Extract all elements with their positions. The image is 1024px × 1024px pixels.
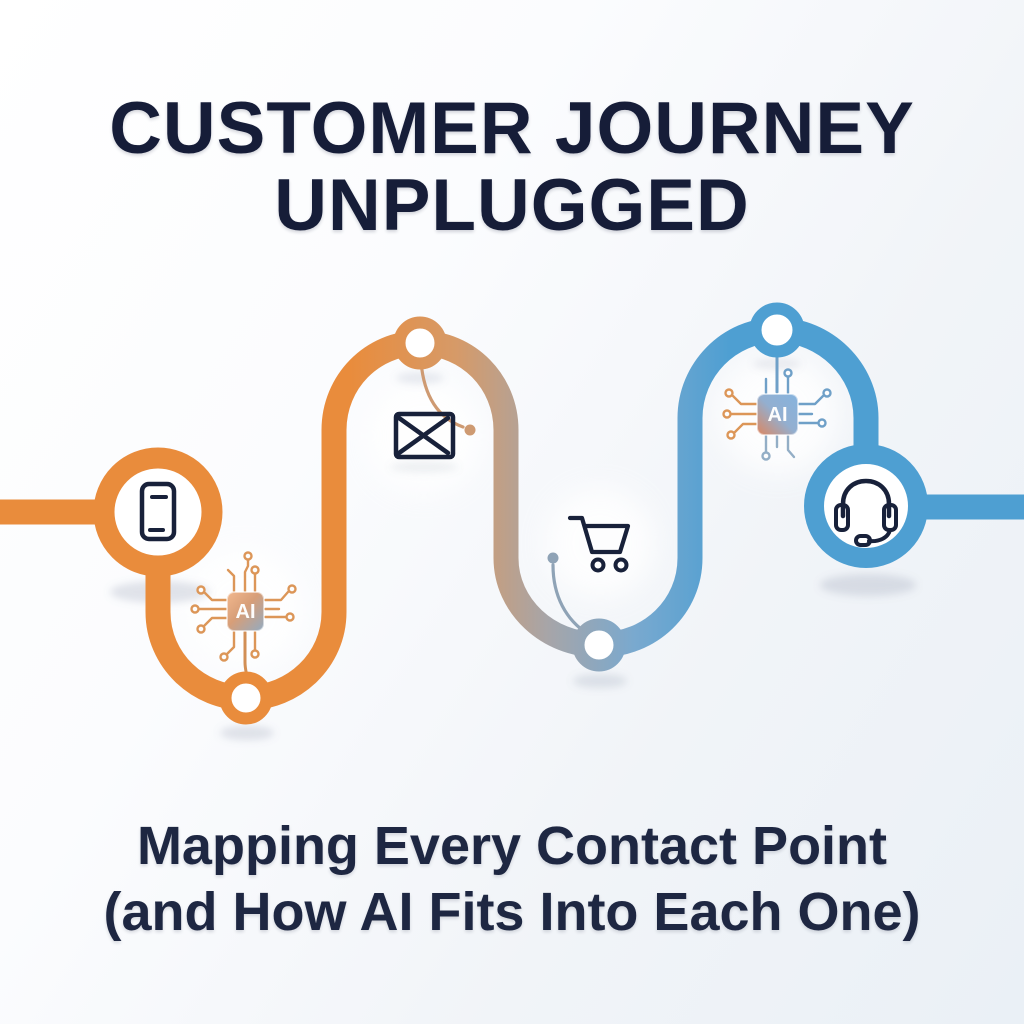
journey-node-2	[393, 316, 447, 370]
email-node-connector	[419, 360, 465, 429]
page-subtitle-line-2: (and How AI Fits Into Each One)	[103, 881, 921, 942]
cart-connector-dot	[547, 552, 559, 564]
ai-chip-1: AI	[190, 551, 297, 662]
shadow	[390, 461, 458, 473]
page-subtitle: Mapping Every Contact Point (and How AI …	[0, 814, 1024, 946]
shopping-cart-icon	[567, 515, 631, 573]
page-title: CUSTOMER JOURNEY UNPLUGGED	[0, 90, 1024, 245]
journey-node-4	[749, 302, 805, 358]
page-subtitle-line-1: Mapping Every Contact Point	[136, 816, 888, 876]
shadow	[573, 674, 627, 688]
ai-chip-1-traces	[190, 551, 297, 662]
page-title-line-1: CUSTOMER JOURNEY	[109, 88, 915, 169]
journey-nodes	[219, 302, 805, 725]
shadow	[220, 726, 274, 740]
journey-node-3	[572, 618, 626, 672]
shadow	[820, 574, 916, 596]
shadow	[396, 372, 444, 384]
ai-chip-2-traces-left	[722, 388, 759, 440]
glow	[545, 488, 655, 598]
ai-chip-label: AI	[768, 404, 788, 426]
journey-node-1	[219, 671, 273, 725]
mobile-stage-circle	[93, 447, 223, 577]
ai-chip-2: AI	[722, 368, 832, 461]
headset-icon	[834, 478, 898, 547]
page-title-line-2: UNPLUGGED	[274, 165, 750, 247]
support-stage-circle	[804, 444, 928, 568]
ai-chip-body	[756, 393, 799, 436]
ai-chip-2-traces-bottom	[761, 433, 796, 461]
ai-chip-body	[226, 591, 265, 632]
email-connector-dot	[464, 424, 476, 436]
email-envelope-icon	[393, 411, 456, 460]
ai-chip-label: AI	[236, 601, 256, 623]
journey-path	[0, 317, 1024, 711]
ai-chip-2-traces-right	[764, 368, 832, 428]
smartphone-icon	[139, 481, 177, 542]
